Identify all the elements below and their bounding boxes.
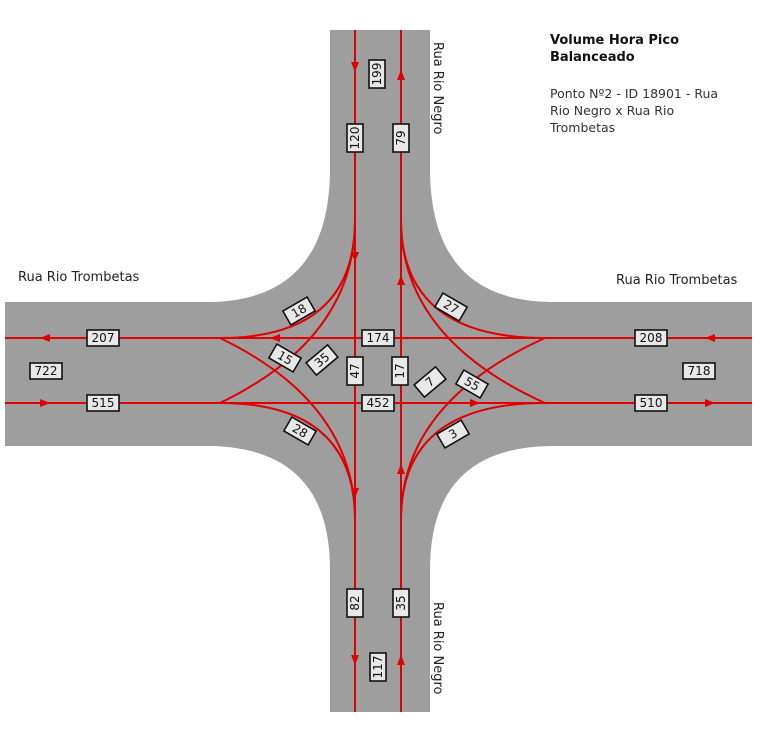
diagram-subtitle: Ponto Nº2 - ID 18901 - Rua Rio Negro x R… [550, 86, 719, 135]
svg-text:510: 510 [640, 396, 663, 410]
arrow-s-up [397, 655, 405, 665]
label-west-out: 207 [86, 329, 120, 347]
svg-text:120: 120 [348, 127, 362, 150]
svg-text:208: 208 [640, 331, 663, 345]
svg-text:55: 55 [462, 374, 482, 394]
svg-text:82: 82 [348, 595, 362, 610]
label-turn-15: 15 [267, 342, 303, 374]
label-turn-18: 18 [281, 295, 317, 327]
label-east-in: 208 [634, 329, 668, 347]
diagram-title: Volume Hora Pico Balanceado [550, 33, 680, 65]
svg-text:47: 47 [348, 363, 362, 378]
svg-text:18: 18 [289, 301, 309, 321]
street-label-west: Rua Rio Trombetas [18, 270, 140, 285]
arrow-n-up2 [397, 275, 405, 285]
svg-text:174: 174 [367, 331, 390, 345]
arrow-w-right [40, 399, 50, 407]
svg-text:718: 718 [688, 364, 711, 378]
arrow-w-left [40, 334, 50, 342]
road-surface [5, 30, 752, 712]
arrow-c-right [470, 399, 480, 407]
label-turn-7: 7 [413, 365, 447, 399]
label-west-total: 722 [29, 362, 63, 380]
label-turn-55: 55 [454, 368, 490, 400]
svg-text:17: 17 [393, 363, 407, 378]
label-turn-35: 35 [305, 343, 339, 377]
svg-text:452: 452 [367, 396, 390, 410]
label-north-total: 199 [368, 59, 386, 89]
label-turn-28: 28 [282, 415, 318, 447]
svg-text:35: 35 [394, 595, 408, 610]
arrow-n-down [351, 62, 359, 72]
svg-text:722: 722 [35, 364, 58, 378]
svg-text:515: 515 [92, 396, 115, 410]
svg-text:117: 117 [371, 656, 385, 679]
arrow-s-down2 [351, 488, 359, 498]
svg-text:15: 15 [275, 348, 295, 368]
arrow-s-down [351, 655, 359, 665]
label-through-sn: 17 [391, 356, 409, 386]
svg-text:79: 79 [394, 130, 408, 145]
svg-text:199: 199 [370, 63, 384, 86]
label-north-out: 120 [346, 123, 364, 153]
label-south-in: 35 [392, 588, 410, 618]
svg-text:28: 28 [290, 421, 310, 441]
label-turn-27: 27 [433, 291, 469, 323]
label-through-ew: 174 [361, 329, 395, 347]
label-south-total: 117 [369, 652, 387, 682]
label-through-ns: 47 [346, 356, 364, 386]
label-west-in: 515 [86, 394, 120, 412]
arrow-s-up2 [397, 464, 405, 474]
curve-se-in [400, 337, 546, 521]
label-turn-3: 3 [435, 418, 471, 450]
street-label-north: Rua Rio Negro [430, 42, 445, 135]
volume-labels: 199 120 79 82 35 117 207 722 [29, 59, 716, 682]
arrow-e-right [705, 399, 715, 407]
label-south-out: 82 [346, 588, 364, 618]
label-north-in: 79 [392, 123, 410, 153]
street-label-east: Rua Rio Trombetas [616, 273, 738, 288]
arrow-c-left [270, 334, 280, 342]
street-label-south: Rua Rio Negro [430, 602, 445, 695]
label-east-total: 718 [682, 362, 716, 380]
curve-ne-in [400, 219, 546, 404]
svg-text:207: 207 [92, 331, 115, 345]
arrow-e-left [705, 334, 715, 342]
label-east-out: 510 [634, 394, 668, 412]
svg-text:27: 27 [441, 297, 461, 317]
arrow-n-up [397, 70, 405, 80]
arrowheads [40, 62, 715, 665]
label-through-we: 452 [361, 394, 395, 412]
curve-nw-in [219, 219, 356, 404]
arrow-n-down2 [351, 252, 359, 262]
